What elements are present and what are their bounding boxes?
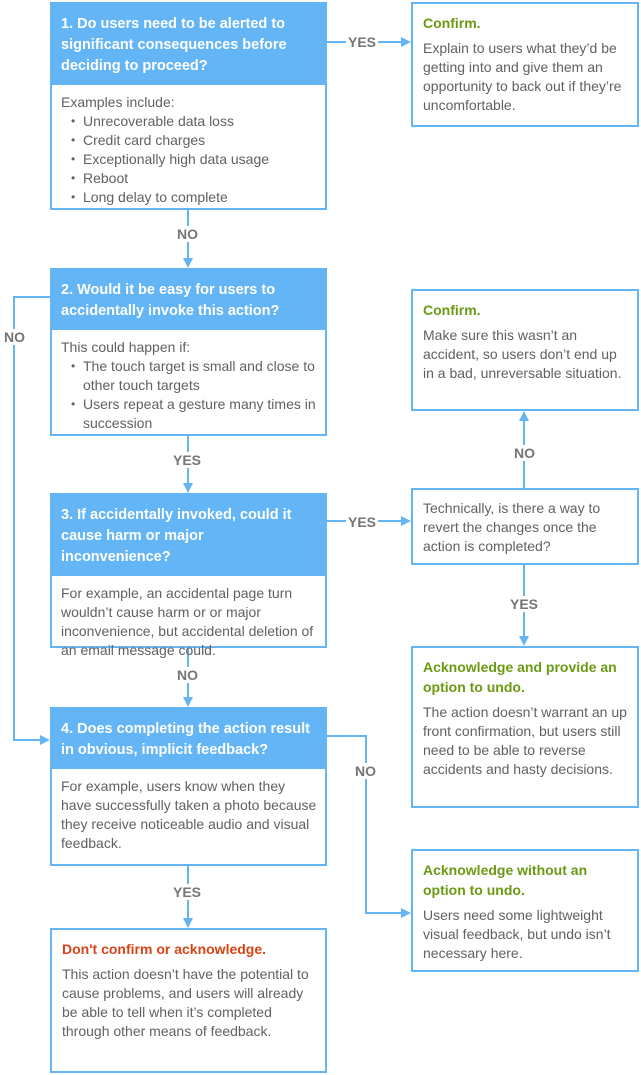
question-2-title: 2. Would it be easy for users to acciden… [52, 270, 325, 330]
outcome-ack-undo: Acknowledge and provide an option to und… [411, 646, 639, 808]
q4-yes-label: YES [171, 884, 204, 900]
question-4-box: 4. Does completing the action result in … [50, 707, 327, 866]
q2-no-label: NO [2, 329, 27, 345]
q4-no-label: NO [353, 763, 378, 779]
outcome-dont-confirm: Don't confirm or acknowledge. This actio… [50, 928, 327, 1073]
bullet-item: Unrecoverable data loss [71, 112, 317, 131]
question-2-box: 2. Would it be easy for users to acciden… [50, 268, 327, 436]
bullet-item: The touch target is small and close to o… [71, 357, 317, 395]
question-2-intro: This could happen if: [61, 339, 191, 355]
question-3-title: 3. If accidentally invoked, could it cau… [52, 495, 325, 576]
q2-yes-label: YES [171, 452, 204, 468]
outcome-confirm-1-text: Explain to users what they’d be getting … [423, 40, 622, 113]
question-3-box: 3. If accidentally invoked, could it cau… [50, 493, 327, 658]
outcome-confirm-1-title: Confirm. [423, 15, 481, 31]
q1-yes-label: YES [346, 34, 379, 50]
q3-no-label: NO [175, 667, 200, 683]
question-1-bullets: Unrecoverable data loss Credit card char… [61, 112, 317, 207]
outcome-dont-confirm-text: This action doesn’t have the potential t… [62, 966, 309, 1039]
question-2-bullets: The touch target is small and close to o… [61, 357, 317, 433]
outcome-confirm-2: Confirm. Make sure this wasn’t an accide… [411, 289, 639, 411]
revert-question-box: Technically, is there a way to revert th… [411, 488, 639, 565]
outcome-confirm-2-title: Confirm. [423, 302, 481, 318]
question-1-intro: Examples include: [61, 94, 175, 110]
question-4-intro: For example, users know when they have s… [61, 778, 317, 851]
question-3-intro: For example, an accidental page turn wou… [61, 585, 314, 658]
bullet-item: Credit card charges [71, 131, 317, 150]
outcome-confirm-2-text: Make sure this wasn’t an accident, so us… [423, 327, 622, 381]
outcome-ack-undo-title: Acknowledge and provide an option to und… [423, 659, 617, 695]
question-1-body: Examples include: Unrecoverable data los… [52, 85, 325, 213]
outcome-ack-no-undo: Acknowledge without an option to undo. U… [411, 849, 639, 972]
q4-no-connector [327, 735, 411, 918]
q1-no-label: NO [175, 226, 200, 242]
revert-no-label: NO [512, 445, 537, 461]
question-4-body: For example, users know when they have s… [52, 769, 325, 859]
question-1-box: 1. Do users need to be alerted to signif… [50, 2, 327, 210]
bullet-item: Reboot [71, 169, 317, 188]
outcome-dont-confirm-title: Don't confirm or acknowledge. [62, 941, 267, 957]
q2-no-connector [13, 296, 50, 745]
question-3-body: For example, an accidental page turn wou… [52, 576, 325, 666]
outcome-ack-no-undo-text: Users need some lightweight visual feedb… [423, 907, 611, 961]
bullet-item: Exceptionally high data usage [71, 150, 317, 169]
outcome-ack-undo-text: The action doesn’t warrant an up front c… [423, 704, 627, 777]
question-1-title: 1. Do users need to be alerted to signif… [52, 4, 325, 85]
question-4-title: 4. Does completing the action result in … [52, 709, 325, 769]
outcome-confirm-1: Confirm. Explain to users what they’d be… [411, 2, 639, 127]
bullet-item: Users repeat a gesture many times in suc… [71, 395, 317, 433]
q3-yes-label: YES [346, 514, 379, 530]
revert-yes-label: YES [508, 596, 541, 612]
bullet-item: Long delay to complete [71, 188, 317, 207]
revert-question-text: Technically, is there a way to revert th… [423, 500, 601, 554]
outcome-ack-no-undo-title: Acknowledge without an option to undo. [423, 862, 588, 898]
question-2-body: This could happen if: The touch target i… [52, 330, 325, 439]
